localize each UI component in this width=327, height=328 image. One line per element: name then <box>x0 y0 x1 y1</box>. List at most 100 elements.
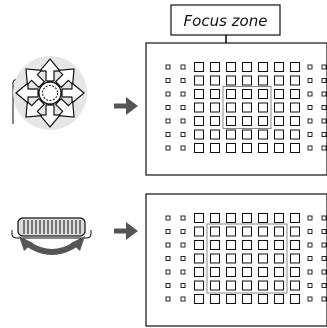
focus-point <box>242 280 252 291</box>
focus-point <box>242 75 252 86</box>
focus-point <box>321 64 327 70</box>
focus-point <box>321 91 327 97</box>
focus-point <box>242 89 252 99</box>
focus-point <box>321 105 327 110</box>
focus-point <box>307 118 313 124</box>
focus-point <box>258 294 268 304</box>
focus-point <box>321 256 327 261</box>
focus-point <box>290 280 300 291</box>
focus-point <box>210 116 220 126</box>
focus-point <box>321 283 327 288</box>
focus-point <box>242 294 252 304</box>
focus-point <box>226 240 236 250</box>
focus-point <box>307 64 313 70</box>
arrow-left-icon <box>15 82 39 104</box>
focus-point <box>194 129 204 140</box>
focus-point <box>321 132 327 137</box>
focus-point <box>165 296 171 302</box>
focus-point <box>194 253 204 264</box>
focus-point <box>226 116 236 126</box>
focus-point <box>210 280 220 291</box>
focus-point <box>194 240 204 250</box>
focus-point <box>290 213 300 223</box>
focus-point <box>226 226 236 237</box>
focus-point <box>242 253 252 264</box>
focus-point <box>226 143 236 153</box>
focus-point <box>226 89 236 99</box>
focus-point <box>180 229 186 234</box>
focus-point <box>321 215 327 221</box>
focus-point <box>290 253 300 264</box>
focus-point <box>258 253 268 264</box>
focus-stick-icon <box>12 56 87 130</box>
focus-zone-callout: Focus zone <box>170 4 281 91</box>
focus-point <box>258 267 268 277</box>
arrow-right-icon <box>114 97 138 115</box>
focus-point <box>180 91 186 97</box>
focus-point <box>180 118 186 124</box>
direction-arrows <box>15 58 85 128</box>
focus-point <box>165 229 171 234</box>
focus-point <box>274 129 284 140</box>
focus-point <box>194 102 204 113</box>
focus-point <box>274 143 284 153</box>
focus-point <box>194 267 204 277</box>
focus-point <box>194 62 204 72</box>
callout-label: Focus zone <box>184 12 268 30</box>
focus-point <box>258 129 268 140</box>
focus-point <box>290 143 300 153</box>
focus-point <box>274 267 284 277</box>
focus-point <box>165 91 171 97</box>
focus-point <box>165 269 171 275</box>
focus-point <box>194 213 204 223</box>
focus-point <box>210 213 220 223</box>
focus-point <box>180 78 186 83</box>
focus-point <box>258 143 268 153</box>
focus-point <box>274 226 284 237</box>
focus-point <box>258 213 268 223</box>
focus-point <box>210 102 220 113</box>
focus-point <box>307 78 313 83</box>
command-dial-icon <box>11 217 92 255</box>
focus-point <box>274 280 284 291</box>
focus-point <box>242 102 252 113</box>
focus-point <box>165 215 171 221</box>
focus-point <box>274 62 284 72</box>
focus-point <box>290 240 300 250</box>
focus-point <box>194 75 204 86</box>
focus-point <box>274 116 284 126</box>
focus-point <box>210 240 220 250</box>
focus-point <box>290 102 300 113</box>
focus-point <box>274 213 284 223</box>
arrow-down-right-icon <box>55 98 75 118</box>
rotation-arrow-head-right <box>71 236 85 251</box>
focus-point <box>165 78 171 83</box>
focus-point <box>180 132 186 137</box>
focus-point <box>210 253 220 264</box>
focus-point <box>180 269 186 275</box>
focus-point <box>194 226 204 237</box>
arrow-right-icon <box>114 222 138 240</box>
focus-point <box>194 143 204 153</box>
focus-point <box>307 215 313 221</box>
focus-point <box>242 240 252 250</box>
focus-point <box>242 129 252 140</box>
focus-point <box>165 64 171 70</box>
focus-point <box>290 116 300 126</box>
focus-point <box>210 267 220 277</box>
focus-point <box>274 102 284 113</box>
arrow-up-left-icon <box>25 68 45 88</box>
focus-point <box>274 75 284 86</box>
focus-point <box>307 229 313 234</box>
focus-point <box>210 129 220 140</box>
focus-point <box>307 242 313 248</box>
focus-point <box>194 280 204 291</box>
focus-point <box>307 105 313 110</box>
arrow-up-icon <box>39 58 61 82</box>
focus-point <box>274 89 284 99</box>
arrow-down-left-icon <box>25 98 45 118</box>
focus-point <box>290 89 300 99</box>
focus-point <box>180 64 186 70</box>
focus-point <box>226 129 236 140</box>
focus-point <box>321 269 327 275</box>
